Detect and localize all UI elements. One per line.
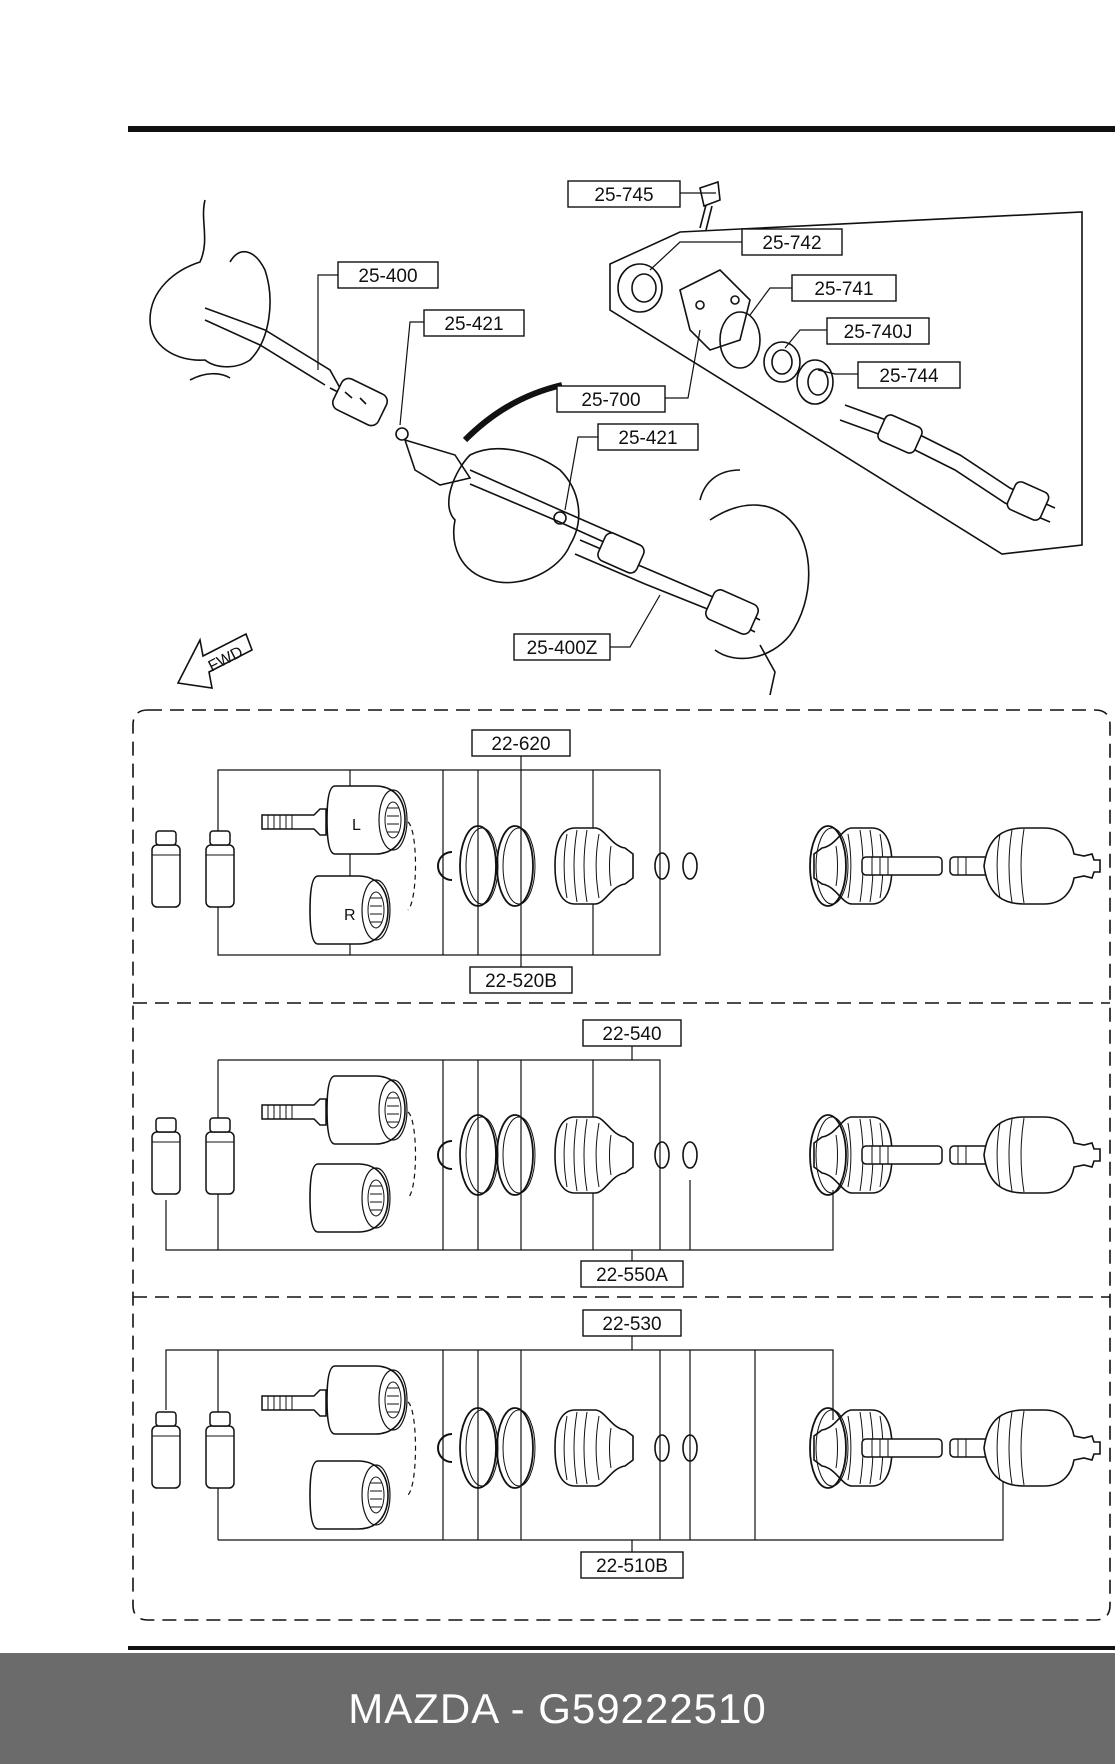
svg-text:22-620: 22-620 <box>491 734 550 755</box>
svg-text:22-540: 22-540 <box>602 1024 661 1045</box>
label-25-740J: 25-740J <box>826 317 930 345</box>
kit-section-2 <box>151 1044 1101 1262</box>
caption-bar: MAZDA - G59222510 <box>0 1653 1115 1764</box>
svg-text:25-421: 25-421 <box>618 428 677 449</box>
svg-text:25-745: 25-745 <box>594 185 653 206</box>
label-25-421-lower: 25-421 <box>597 423 699 451</box>
label-25-400Z: 25-400Z <box>513 633 611 661</box>
svg-text:L: L <box>352 817 361 834</box>
kit-sections-frame <box>132 709 1111 1621</box>
svg-text:25-700: 25-700 <box>581 390 640 411</box>
svg-text:25-421: 25-421 <box>444 314 503 335</box>
label-25-742: 25-742 <box>741 228 843 256</box>
bearing-support-inset <box>609 180 1083 555</box>
label-25-400: 25-400 <box>337 261 439 289</box>
label-22-620: 22-620 <box>471 729 571 757</box>
label-22-550A: 22-550A <box>580 1260 684 1288</box>
label-22-540: 22-540 <box>582 1019 682 1047</box>
bottom-rule <box>128 1646 1115 1650</box>
svg-text:25-740J: 25-740J <box>844 322 913 343</box>
svg-text:22-510B: 22-510B <box>596 1556 668 1577</box>
label-25-700: 25-700 <box>556 385 666 413</box>
svg-text:22-520B: 22-520B <box>485 971 557 992</box>
label-25-421-upper: 25-421 <box>423 309 525 337</box>
kit-section-1: L R <box>151 754 1101 968</box>
kit-section-3 <box>151 1334 1101 1552</box>
fwd-arrow-icon: FWD <box>176 632 253 689</box>
upper-leader-lines <box>317 192 858 648</box>
drive-shaft-assembly-illustration <box>149 199 810 696</box>
svg-text:25-744: 25-744 <box>879 366 939 387</box>
svg-text:25-741: 25-741 <box>814 279 873 300</box>
label-22-530: 22-530 <box>582 1309 682 1337</box>
svg-text:R: R <box>344 907 356 924</box>
label-25-741: 25-741 <box>791 274 897 302</box>
label-22-510B: 22-510B <box>580 1551 684 1579</box>
label-22-520B: 22-520B <box>469 966 573 994</box>
svg-text:22-550A: 22-550A <box>596 1265 668 1286</box>
svg-text:25-742: 25-742 <box>762 233 821 254</box>
label-25-745: 25-745 <box>567 180 681 208</box>
svg-text:25-400Z: 25-400Z <box>527 638 598 659</box>
caption-text: MAZDA - G59222510 <box>348 1684 767 1732</box>
svg-text:22-530: 22-530 <box>602 1314 661 1335</box>
svg-text:25-400: 25-400 <box>358 266 417 287</box>
top-rule <box>128 126 1115 132</box>
label-25-744: 25-744 <box>857 361 961 389</box>
